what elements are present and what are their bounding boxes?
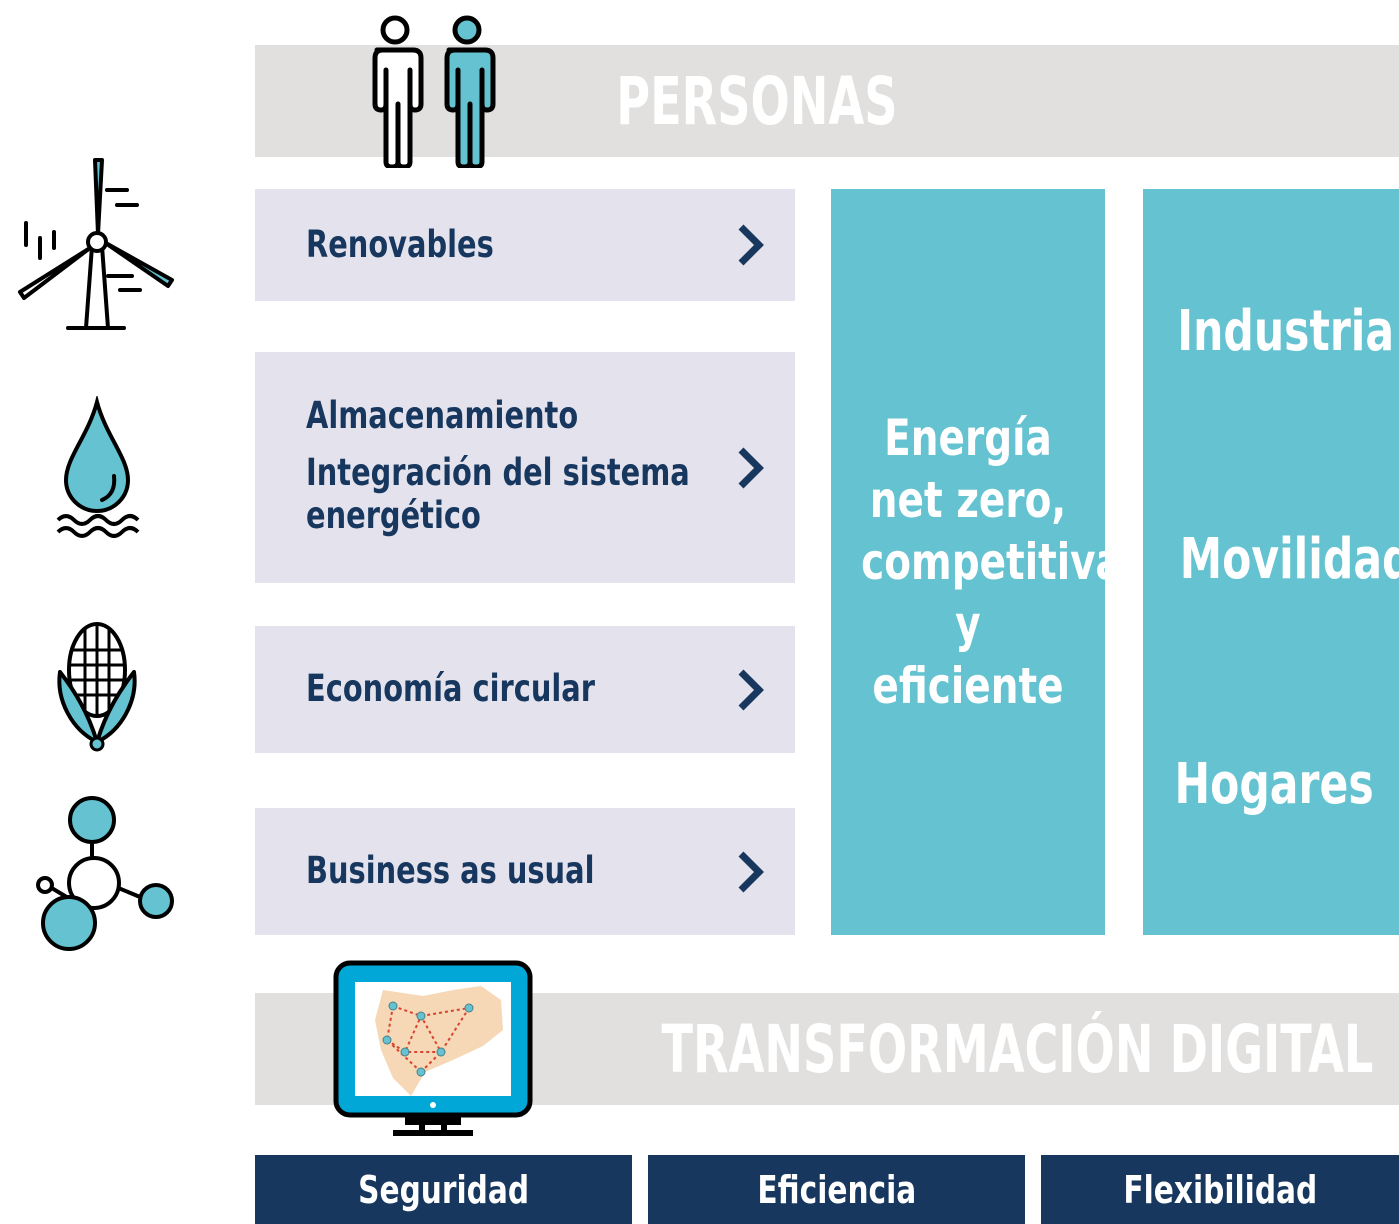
monitor-map-icon <box>333 960 533 1136</box>
goal-text: Energía net zero, competitiva y eficient… <box>861 409 1122 715</box>
chevron-right-icon[interactable] <box>733 848 769 896</box>
water-drop-icon <box>56 396 140 538</box>
sector-movilidad: Movilidad <box>1179 527 1399 592</box>
goal-box: Energía net zero, competitiva y eficient… <box>831 189 1122 935</box>
pathway-economia-circular[interactable]: Economía circular <box>255 626 795 753</box>
digital-title: TRANSFORMACIÓN DIGITAL <box>661 1010 1373 1088</box>
chevron-right-icon[interactable] <box>733 221 769 269</box>
molecule-icon <box>36 796 174 951</box>
pillar-eficiencia: Eficiencia <box>648 1155 1025 1224</box>
pathway-label: Business as usual <box>306 849 595 893</box>
pathway-label: Almacenamiento Integración del sistema e… <box>306 394 690 537</box>
chevron-right-icon[interactable] <box>733 444 769 492</box>
chevron-right-icon[interactable] <box>733 666 769 714</box>
people-icon <box>372 15 496 168</box>
pillar-seguridad: Seguridad <box>255 1155 632 1224</box>
pathway-label: Economía circular <box>306 667 596 711</box>
pathway-renovables[interactable]: Renovables <box>255 189 795 301</box>
sector-industria: Industria <box>1177 299 1395 364</box>
sectors-box: Industria Movilidad Hogares <box>1143 189 1399 935</box>
corn-icon <box>57 622 137 752</box>
pathway-almacenamiento[interactable]: Almacenamiento Integración del sistema e… <box>255 352 795 583</box>
personas-title: PERSONAS <box>616 62 898 140</box>
sector-hogares: Hogares <box>1174 752 1374 817</box>
pillar-flexibilidad: Flexibilidad <box>1041 1155 1399 1224</box>
pathway-business-as-usual[interactable]: Business as usual <box>255 808 795 935</box>
wind-turbine-icon <box>18 158 174 330</box>
pathway-label: Renovables <box>306 222 494 266</box>
